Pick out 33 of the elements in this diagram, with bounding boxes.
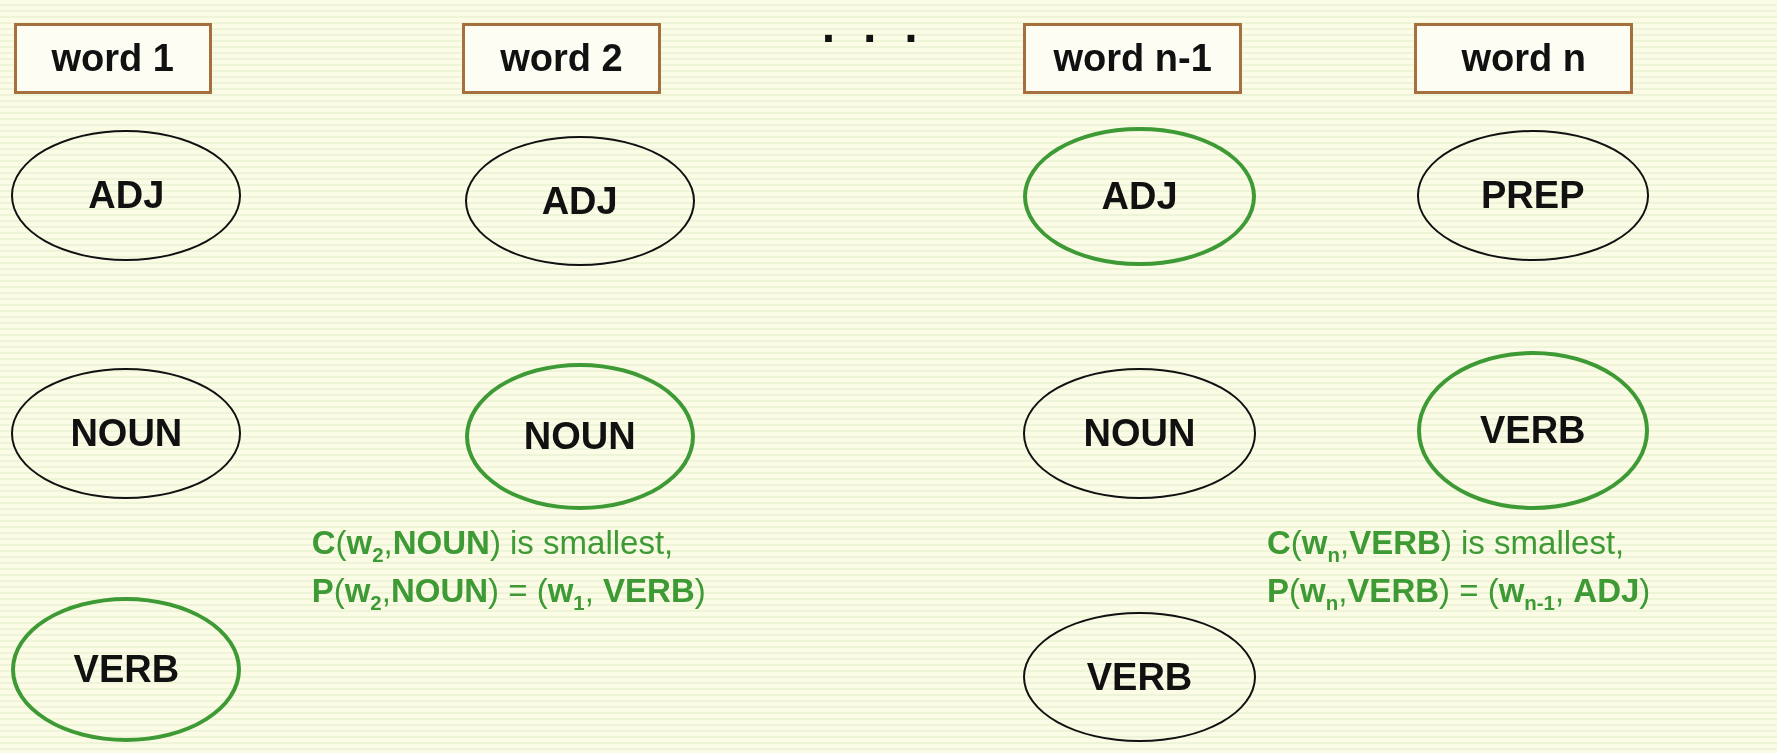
node-label: word 2	[500, 36, 623, 80]
tag-ellipse	[1023, 368, 1256, 499]
tag-ellipse	[1023, 611, 1256, 743]
node-label: NOUN	[70, 411, 183, 455]
node-label: ADJ	[541, 179, 618, 223]
node-label: VERB	[1086, 655, 1193, 699]
note-text: C(w$_{n}$,VERB) is smallest,	[1267, 523, 1625, 567]
note-text: C(w$_{2}$,NOUN) is smallest,	[311, 523, 674, 567]
tag-ellipse	[1023, 126, 1256, 267]
node-label: NOUN	[1083, 411, 1196, 455]
node-label: VERB	[1479, 409, 1586, 453]
word-box	[1414, 22, 1634, 95]
word-box	[1023, 22, 1243, 95]
node-label: ADJ	[88, 174, 165, 217]
word-box	[462, 22, 661, 95]
tag-ellipse	[11, 368, 242, 499]
node-label: NOUN	[523, 414, 636, 458]
node-label: word 1	[51, 36, 174, 80]
ellipsis-dots: · · ·	[821, 11, 927, 67]
node-label: ADJ	[1101, 175, 1178, 219]
note-text: P(w$_{2}$,NOUN) = (w$_{1}$, VERB)	[311, 572, 706, 615]
tag-ellipse	[464, 136, 695, 267]
node-label: word n	[1461, 36, 1586, 80]
word-box	[13, 22, 212, 95]
tag-ellipse	[11, 597, 242, 743]
tag-ellipse	[1416, 130, 1649, 261]
note-text: P(w$_{n}$,VERB) = (w$_{n-1}$, ADJ)	[1267, 572, 1651, 615]
tag-ellipse	[11, 130, 242, 261]
node-label: word n-1	[1053, 36, 1212, 80]
tag-ellipse	[464, 362, 695, 510]
node-label: VERB	[73, 648, 180, 692]
tag-ellipse	[1416, 351, 1649, 510]
node-label: PREP	[1481, 174, 1585, 217]
